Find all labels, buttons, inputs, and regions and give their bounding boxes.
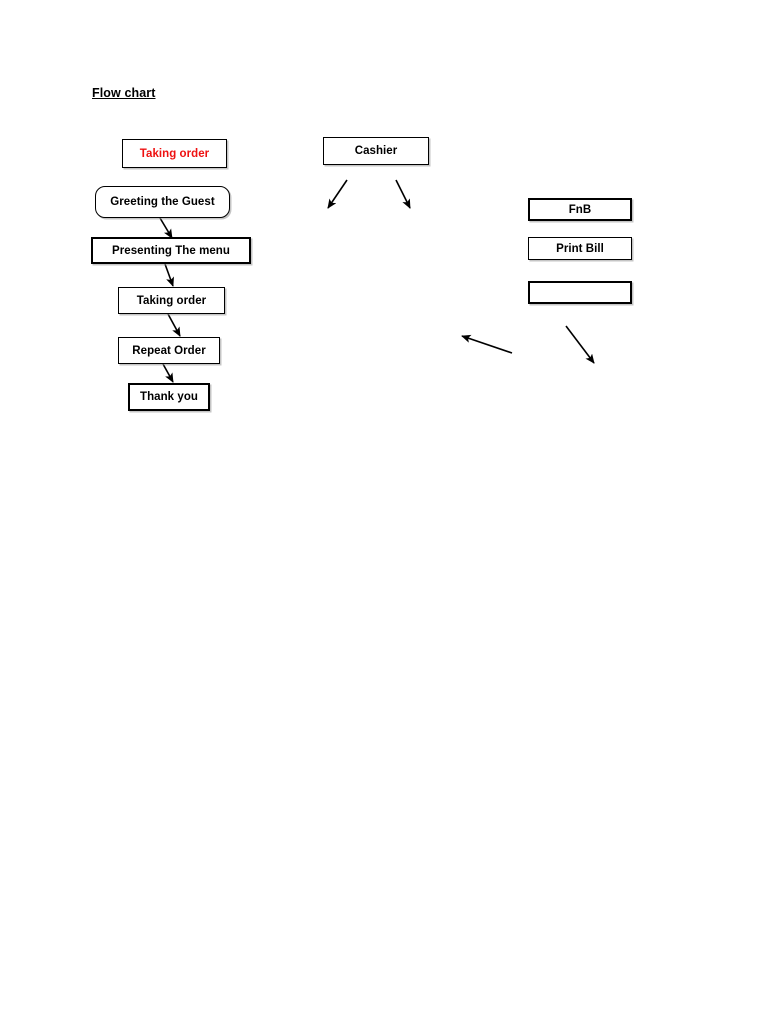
flow-node-empty-box — [528, 281, 632, 304]
flow-node-label: Print Bill — [556, 242, 604, 255]
flow-node-label: Taking order — [136, 294, 207, 307]
flow-node-taking-order-step: Taking order — [118, 287, 225, 314]
flow-node-fnb: FnB — [528, 198, 632, 221]
flow-node-label: Presenting The menu — [112, 244, 230, 257]
flow-node-label: Taking order — [139, 147, 210, 160]
connector-cashier-branch-left — [327, 179, 348, 209]
connector-unlabeled-arrow-left — [461, 334, 513, 354]
flow-node-taking-order-top: Taking order — [122, 139, 227, 168]
flow-node-label: Thank you — [140, 391, 198, 403]
flow-node-print-bill: Print Bill — [528, 237, 632, 260]
flow-node-cashier: Cashier — [323, 137, 429, 165]
flow-node-label: Cashier — [354, 145, 398, 157]
flow-node-label: FnB — [568, 203, 592, 216]
page-title: Flow chart — [92, 86, 156, 100]
connector-taking-order-to-repeat — [167, 313, 181, 337]
connector-cashier-branch-right — [395, 179, 411, 209]
flow-node-thank-you: Thank you — [128, 383, 210, 411]
flow-node-greeting-the-guest: Greeting the Guest — [95, 186, 230, 218]
connector-greeting-to-presenting — [159, 217, 173, 239]
connector-unlabeled-arrow-right — [565, 325, 595, 364]
connector-repeat-to-thank-you — [162, 363, 174, 383]
connector-presenting-to-taking-order — [164, 263, 174, 287]
flow-node-repeat-order: Repeat Order — [118, 337, 220, 364]
flow-node-label: Greeting the Guest — [110, 196, 215, 208]
flow-node-presenting-the-menu: Presenting The menu — [91, 237, 251, 264]
flow-node-label: Repeat Order — [132, 344, 206, 357]
